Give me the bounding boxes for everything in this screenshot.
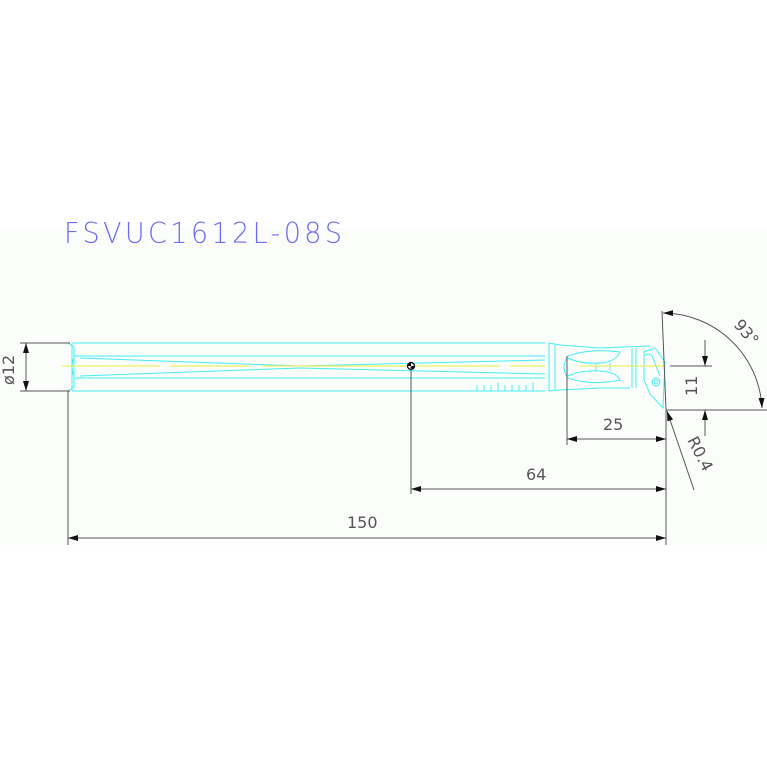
length-to-hole-label: 64 xyxy=(526,465,546,484)
part-number-title: FSVUC1612L-08S xyxy=(64,218,346,251)
overall-length-label: 150 xyxy=(347,513,378,532)
tip-offset-label: 11 xyxy=(682,376,701,396)
corner-radius-label: R0.4 xyxy=(683,433,717,474)
head-length-label: 25 xyxy=(603,415,623,434)
boring-bar-body xyxy=(67,342,666,410)
graduation-scale xyxy=(476,382,534,391)
shank-diameter-label: ø12 xyxy=(0,355,18,385)
dimension-lines xyxy=(20,310,767,545)
drawing-background xyxy=(0,228,767,545)
